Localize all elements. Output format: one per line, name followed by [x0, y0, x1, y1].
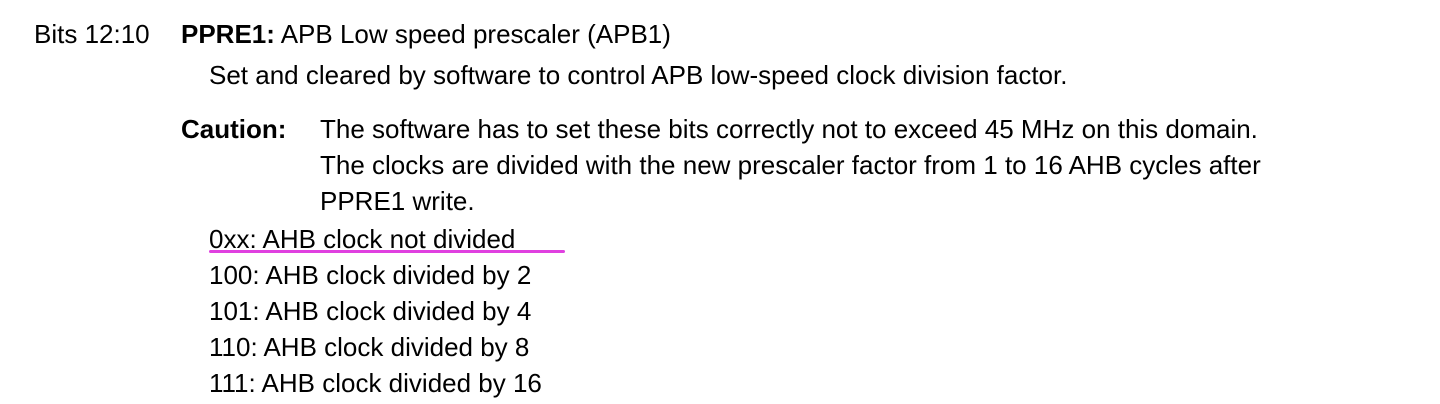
value-item-111: 111: AHB clock divided by 16	[209, 368, 542, 398]
highlight-underline	[209, 250, 565, 253]
caution-text: The software has to set these bits corre…	[320, 111, 1420, 219]
value-list: 0xx: AHB clock not divided 100: AHB cloc…	[209, 221, 565, 401]
caution-line: PPRE1 write.	[320, 186, 475, 216]
caution-line: The software has to set these bits corre…	[320, 114, 1258, 144]
value-item-label: 0xx: AHB clock not divided	[209, 224, 516, 254]
value-item-0xx: 0xx: AHB clock not divided	[209, 221, 565, 257]
field-description: Set and cleared by software to control A…	[209, 60, 1068, 90]
field-heading: PPRE1: APB Low speed prescaler (APB1)	[181, 16, 671, 52]
field-name: PPRE1:	[181, 19, 275, 49]
value-item-100: 100: AHB clock divided by 2	[209, 260, 532, 290]
value-item-110: 110: AHB clock divided by 8	[209, 332, 530, 362]
bits-label: Bits 12:10	[34, 19, 150, 49]
caution-label: Caution:	[181, 114, 287, 144]
caution-line: The clocks are divided with the new pres…	[320, 150, 1261, 180]
field-title: APB Low speed prescaler (APB1)	[280, 19, 671, 49]
value-item-101: 101: AHB clock divided by 4	[209, 296, 532, 326]
